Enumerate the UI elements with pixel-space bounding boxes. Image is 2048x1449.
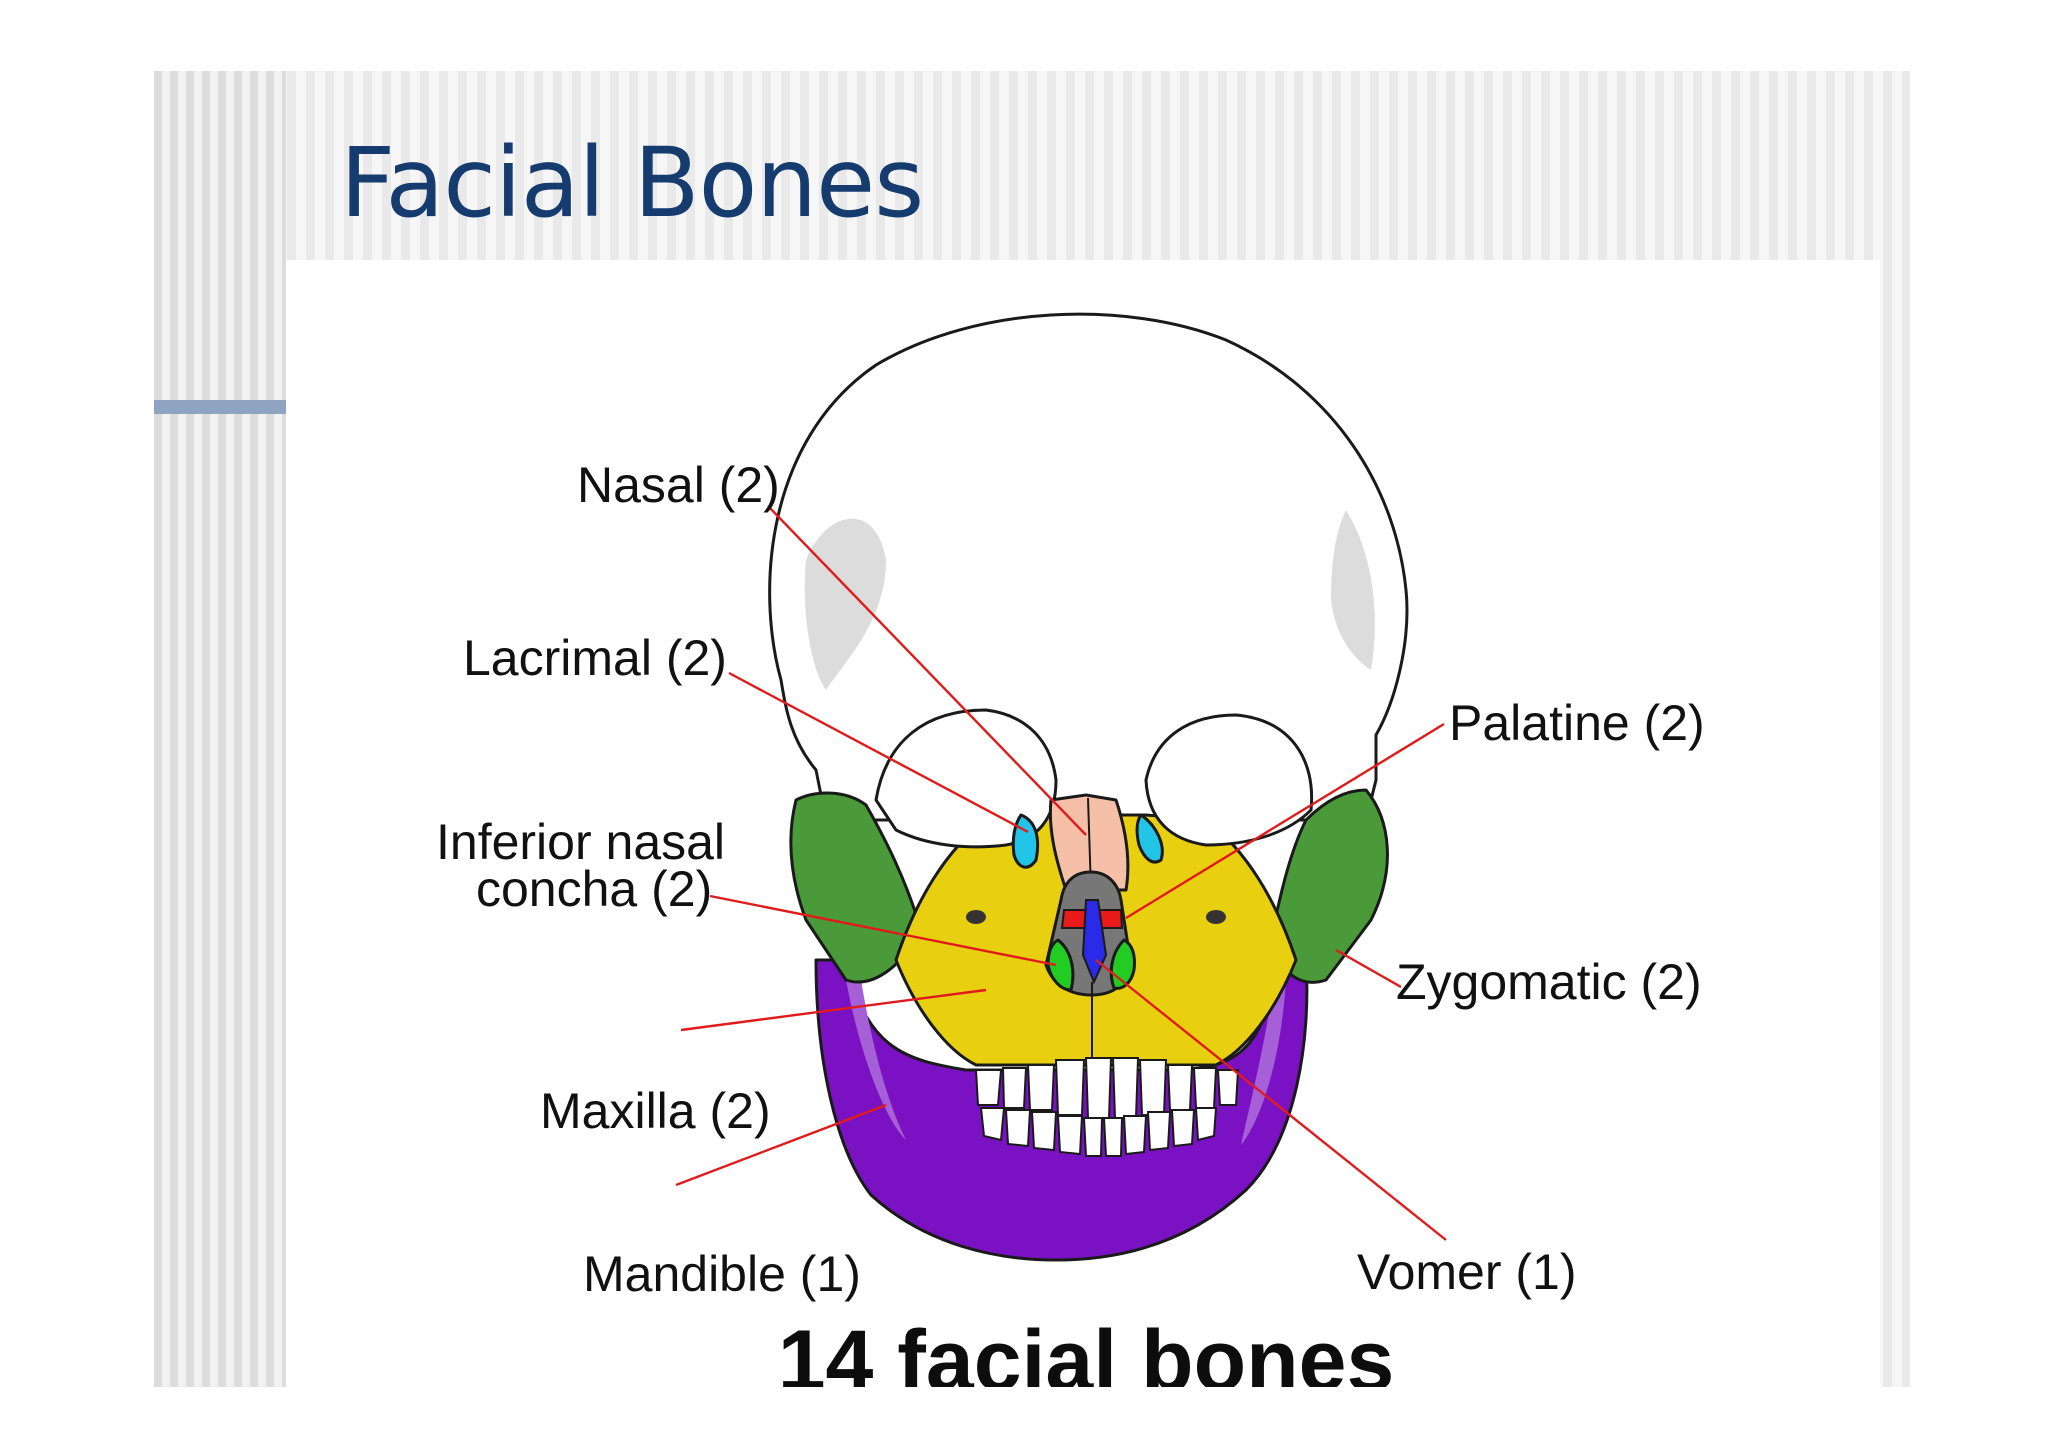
cranium-shading-left: [804, 518, 886, 690]
leader-line-zygomatic: [1335, 948, 1402, 989]
orbit-right: [1144, 713, 1314, 847]
tooth: [1056, 1115, 1084, 1156]
tooth: [1170, 1109, 1196, 1148]
label-vomer: Vomer (1): [1357, 1244, 1577, 1300]
label-mandible: Mandible (1): [583, 1246, 861, 1302]
tooth: [1216, 1069, 1240, 1106]
infraorbital-foramen-left: [966, 910, 986, 924]
tooth: [1030, 1111, 1058, 1152]
leader-lines: [675, 505, 1447, 1241]
mandible-highlight-right: [1241, 980, 1286, 1145]
leader-line-vomer: [1095, 959, 1447, 1241]
tooth: [1054, 1059, 1086, 1116]
leader-line-nasal: [767, 505, 1087, 836]
tooth: [1138, 1059, 1168, 1116]
leader-line-palatine: [1125, 722, 1445, 920]
label-zygomatic: Zygomatic (2): [1396, 954, 1702, 1010]
cranium-shading-right: [1331, 510, 1375, 670]
tooth: [1102, 1117, 1124, 1157]
label-inferior-nasal-concha-line1: Inferior nasal: [436, 814, 725, 870]
tooth: [1004, 1109, 1032, 1148]
upper-teeth: [974, 1057, 1240, 1119]
label-inferior-nasal-concha-line2: concha (2): [476, 861, 712, 917]
left-striped-panel: [154, 71, 286, 1387]
leader-line-maxilla: [680, 988, 987, 1032]
label-maxilla: Maxilla (2): [540, 1083, 771, 1139]
leader-line-lacrimal: [728, 671, 1029, 834]
inferior-nasal-concha-left: [1046, 938, 1075, 992]
tooth: [1146, 1111, 1172, 1152]
mandible-highlight: [846, 980, 906, 1140]
tooth: [1194, 1107, 1218, 1142]
tooth: [974, 1069, 1003, 1106]
vomer-bone: [1081, 899, 1108, 985]
lacrimal-right: [1135, 813, 1164, 864]
tooth: [1192, 1067, 1218, 1109]
leader-line-inferior-nasal-concha: [709, 894, 1057, 967]
leader-line-mandible: [675, 1103, 887, 1187]
skull-diagram: Nasal (2) Lacrimal (2) Inferior nasal co…: [436, 312, 1705, 1387]
label-nasal: Nasal (2): [577, 457, 780, 513]
accent-bar: [154, 400, 286, 414]
lower-teeth: [979, 1107, 1218, 1157]
tooth: [1026, 1064, 1056, 1111]
slide: Facial Bones: [154, 71, 1910, 1387]
tooth: [1111, 1057, 1140, 1119]
tooth: [1122, 1115, 1148, 1156]
tooth: [1082, 1117, 1104, 1157]
label-palatine: Palatine (2): [1449, 695, 1705, 751]
cranium: [768, 312, 1409, 822]
infraorbital-foramen-right: [1206, 910, 1226, 924]
orbit-left: [874, 708, 1058, 849]
diagram-caption: 14 facial bones: [778, 1313, 1395, 1387]
tooth: [1001, 1067, 1028, 1109]
tooth: [1166, 1064, 1194, 1111]
skull-figure: Nasal (2) Lacrimal (2) Inferior nasal co…: [286, 260, 1880, 1387]
label-lacrimal: Lacrimal (2): [463, 630, 727, 686]
tooth: [979, 1107, 1006, 1142]
tooth: [1084, 1057, 1113, 1119]
slide-title: Facial Bones: [340, 127, 924, 239]
